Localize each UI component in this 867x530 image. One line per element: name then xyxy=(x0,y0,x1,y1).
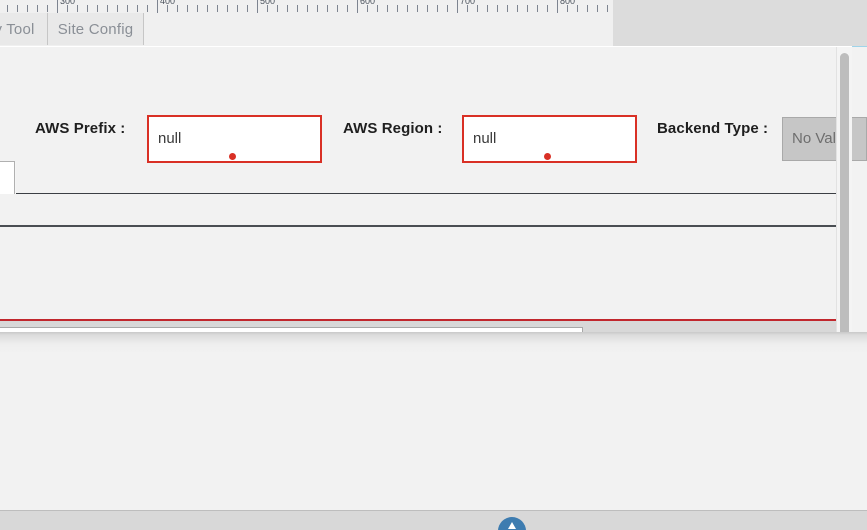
ruler-minor-tick xyxy=(327,5,328,12)
ruler-label: 800 xyxy=(560,0,576,6)
ruler-minor-tick xyxy=(537,5,538,12)
backend-type-label: Backend Type : xyxy=(657,120,769,137)
ruler-minor-tick xyxy=(177,5,178,12)
ruler-minor-tick xyxy=(547,5,548,12)
ruler-major-tick xyxy=(157,0,158,13)
aws-prefix-value: null xyxy=(158,130,182,147)
ruler-major-tick xyxy=(457,0,458,13)
ruler-minor-tick xyxy=(307,5,308,12)
ruler-minor-tick xyxy=(467,5,468,12)
results-pane xyxy=(0,332,867,510)
ruler-minor-tick xyxy=(17,5,18,12)
ruler-minor-tick xyxy=(367,5,368,12)
aws-prefix-label: AWS Prefix : xyxy=(35,120,126,137)
ruler-minor-tick xyxy=(197,5,198,12)
ruler-major-tick xyxy=(557,0,558,13)
ruler-label: 300 xyxy=(60,0,76,6)
ruler-minor-tick xyxy=(317,5,318,12)
aws-region-error-dot xyxy=(544,153,551,160)
ruler-minor-tick xyxy=(407,5,408,12)
site-config-panel: AWS Prefix : null AWS Region : null Back… xyxy=(0,46,867,380)
ruler-minor-tick xyxy=(287,5,288,12)
ruler-minor-tick xyxy=(37,5,38,12)
vertical-scrollbar-thumb[interactable] xyxy=(840,53,849,338)
ruler-minor-tick xyxy=(27,5,28,12)
ruler-minor-tick xyxy=(167,5,168,12)
ruler-minor-tick xyxy=(387,5,388,12)
horizontal-ruler: 300 400 500 600 700 800 xyxy=(0,0,867,13)
ruler-inactive-region xyxy=(613,0,867,13)
pane-top-shadow xyxy=(0,332,867,354)
section-divider-band-2 xyxy=(0,227,852,321)
tab-query-tool-label: y Tool xyxy=(0,20,35,38)
ruler-minor-tick xyxy=(187,5,188,12)
ruler-minor-tick xyxy=(397,5,398,12)
ruler-minor-tick xyxy=(587,5,588,12)
chevron-up-icon xyxy=(508,522,516,529)
ruler-minor-tick xyxy=(517,5,518,12)
ruler-label: 600 xyxy=(360,0,376,6)
ruler-minor-tick xyxy=(237,5,238,12)
ruler-major-tick xyxy=(257,0,258,13)
ruler-minor-tick xyxy=(527,5,528,12)
ruler-minor-tick xyxy=(507,5,508,12)
ruler-minor-tick xyxy=(97,5,98,12)
ruler-minor-tick xyxy=(227,5,228,12)
ruler-minor-tick xyxy=(137,5,138,12)
scroll-to-top-button[interactable] xyxy=(498,517,526,530)
ruler-minor-tick xyxy=(147,5,148,12)
ruler-minor-tick xyxy=(377,5,378,12)
tab-site-config[interactable]: Site Config xyxy=(48,13,144,45)
section-divider-band-1 xyxy=(0,194,852,227)
vertical-scrollbar[interactable] xyxy=(836,47,852,379)
ruler-minor-tick xyxy=(447,5,448,12)
ruler-major-tick xyxy=(57,0,58,13)
ruler-minor-tick xyxy=(347,5,348,12)
ruler-minor-tick xyxy=(427,5,428,12)
status-bar xyxy=(0,510,867,530)
ruler-major-tick xyxy=(357,0,358,13)
ruler-minor-tick xyxy=(297,5,298,12)
ruler-label: 700 xyxy=(460,0,476,6)
ruler-minor-tick xyxy=(207,5,208,12)
tab-bar: y Tool Site Config xyxy=(0,13,867,47)
ruler-minor-tick xyxy=(217,5,218,12)
ruler-track xyxy=(0,0,613,13)
ruler-minor-tick xyxy=(497,5,498,12)
ruler-minor-tick xyxy=(337,5,338,12)
ruler-minor-tick xyxy=(417,5,418,12)
ruler-minor-tick xyxy=(487,5,488,12)
ruler-minor-tick xyxy=(47,5,48,12)
tab-site-config-label: Site Config xyxy=(57,20,134,38)
ruler-label: 500 xyxy=(260,0,276,6)
ruler-minor-tick xyxy=(247,5,248,12)
ruler-minor-tick xyxy=(107,5,108,12)
ruler-minor-tick xyxy=(67,5,68,12)
config-form-band: AWS Prefix : null AWS Region : null Back… xyxy=(0,47,867,206)
ruler-label: 400 xyxy=(160,0,176,6)
ruler-minor-tick xyxy=(267,5,268,12)
aws-region-value: null xyxy=(473,130,497,147)
ruler-minor-tick xyxy=(437,5,438,12)
ruler-minor-tick xyxy=(477,5,478,12)
ruler-minor-tick xyxy=(567,5,568,12)
ruler-minor-tick xyxy=(127,5,128,12)
ruler-minor-tick xyxy=(117,5,118,12)
aws-region-label: AWS Region : xyxy=(343,120,443,137)
ruler-minor-tick xyxy=(77,5,78,12)
tab-query-tool[interactable]: y Tool xyxy=(0,13,48,45)
ruler-minor-tick xyxy=(577,5,578,12)
aws-prefix-error-dot xyxy=(229,153,236,160)
ruler-minor-tick xyxy=(87,5,88,12)
ruler-minor-tick xyxy=(597,5,598,12)
config-form-row: AWS Prefix : null AWS Region : null Back… xyxy=(0,105,867,163)
ruler-minor-tick xyxy=(7,5,8,12)
backend-type-select: No Value xyxy=(782,117,867,161)
ruler-minor-tick xyxy=(607,5,608,12)
tab-bar-filler xyxy=(613,13,867,46)
ruler-minor-tick xyxy=(277,5,278,12)
